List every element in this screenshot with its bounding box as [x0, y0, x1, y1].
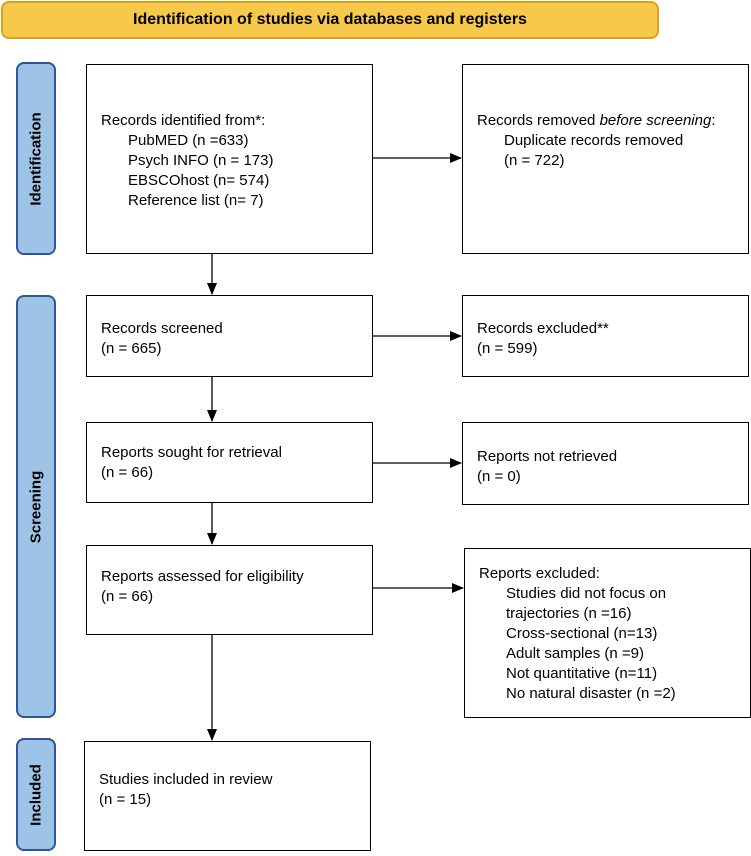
records-identified-box: Records identified from*: PubMED (n =633… [86, 64, 373, 254]
reports-sought-count: (n = 66) [101, 464, 154, 481]
records-removed-box: Records removed before screening: Duplic… [462, 64, 749, 254]
reports-sought-box: Reports sought for retrieval (n = 66) [86, 422, 373, 503]
phase-screening: Screening [16, 295, 56, 718]
records-screened-count: (n = 665) [101, 340, 162, 357]
header-title: Identification of studies via databases … [133, 11, 527, 28]
records-removed-count: (n = 722) [504, 152, 565, 169]
records-removed-duplicates: Duplicate records removed [504, 132, 684, 149]
source-reference-list: Reference list (n= 7) [128, 192, 264, 209]
reports-excluded-title: Reports excluded: [479, 565, 600, 582]
exclusion-reason: Cross-sectional (n=13) [506, 625, 658, 642]
records-removed-title-line1: Records removed before screening: [477, 111, 748, 131]
exclusion-reason: trajectories (n =16) [506, 605, 632, 622]
records-excluded-title: Records excluded** [477, 320, 609, 337]
exclusion-reason: Not quantitative (n=11) [506, 665, 658, 682]
reports-sought-title: Reports sought for retrieval [101, 444, 282, 461]
phase-included: Included [16, 738, 56, 851]
reports-assessed-count: (n = 66) [101, 588, 154, 605]
records-removed-italic: before screening [599, 112, 712, 129]
source-psychinfo: Psych INFO (n = 173) [128, 152, 274, 169]
reports-not-retrieved-count: (n = 0) [477, 468, 521, 485]
records-removed-prefix: Records removed [477, 112, 600, 129]
exclusion-reason: No natural disaster (n =2) [506, 685, 676, 702]
source-ebscohost: EBSCOhost (n= 574) [128, 172, 270, 189]
source-pubmed: PubMED (n =633) [128, 132, 249, 149]
records-identified-title: Records identified from*: [101, 112, 266, 129]
studies-included-title: Studies included in review [99, 771, 273, 788]
reports-excluded-box: Reports excluded: Studies did not focus … [464, 548, 751, 718]
records-excluded-box: Records excluded** (n = 599) [462, 295, 749, 377]
reports-not-retrieved-title: Reports not retrieved [477, 448, 618, 465]
studies-included-count: (n = 15) [99, 791, 152, 808]
records-removed-suffix: : [711, 112, 716, 129]
reports-assessed-box: Reports assessed for eligibility (n = 66… [86, 545, 373, 635]
header-bar: Identification of studies via databases … [1, 1, 659, 39]
records-screened-title: Records screened [101, 320, 223, 337]
exclusion-reason: Adult samples (n =9) [506, 645, 644, 662]
records-screened-box: Records screened (n = 665) [86, 295, 373, 377]
phase-identification: Identification [16, 62, 56, 255]
records-excluded-count: (n = 599) [477, 340, 538, 357]
reports-assessed-title: Reports assessed for eligibility [101, 568, 304, 585]
studies-included-box: Studies included in review (n = 15) [84, 741, 371, 851]
reports-not-retrieved-box: Reports not retrieved (n = 0) [462, 422, 749, 505]
exclusion-reason: Studies did not focus on [506, 585, 667, 602]
